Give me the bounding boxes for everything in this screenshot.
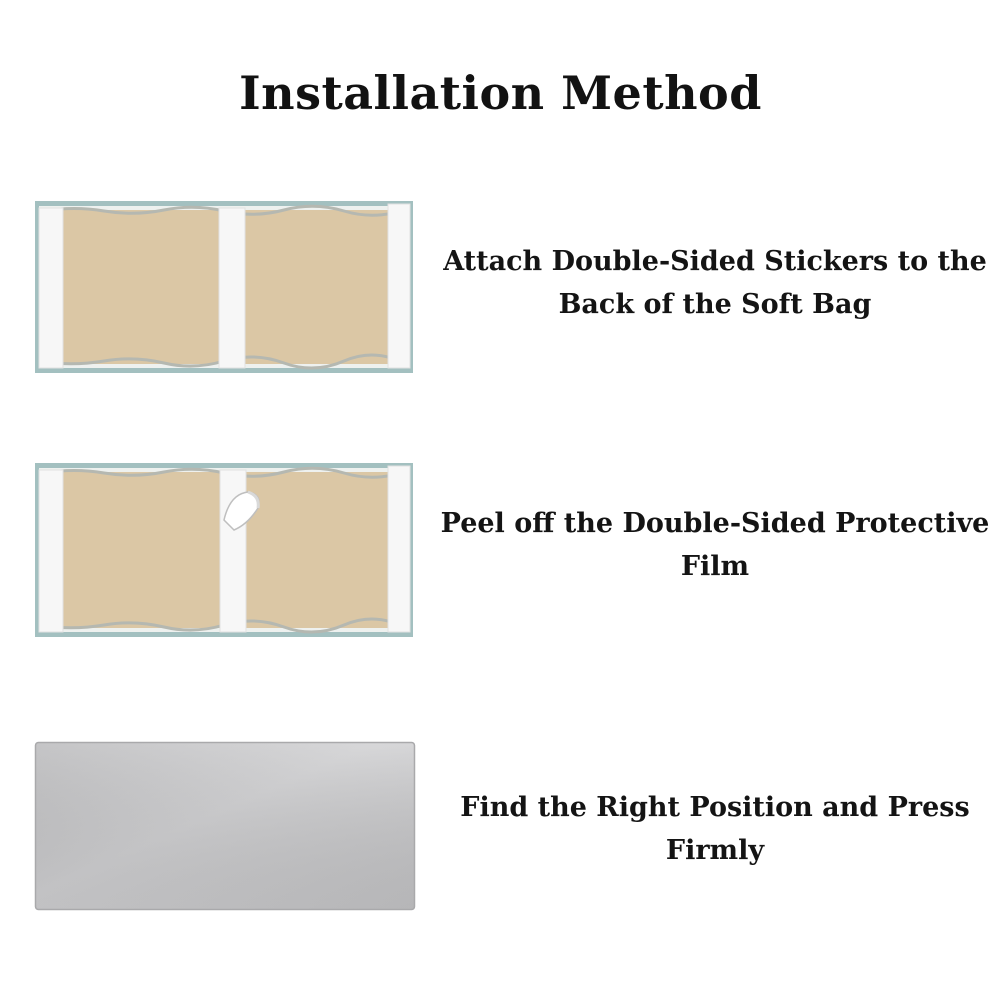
- step-1-text: Attach Double-Sided Stickers to the Back…: [443, 246, 987, 320]
- panel-front-gray-image: [34, 741, 416, 911]
- step-3-text: Find the Right Position and Press Firmly: [460, 792, 970, 866]
- step-1-illustration: [34, 198, 414, 376]
- page-title: Installation Method: [239, 66, 762, 120]
- step-2-illustration: [34, 460, 414, 638]
- step-2-text: Peel off the Double-Sided Protective Fil…: [440, 508, 990, 582]
- peeled-film-curl: [223, 490, 260, 531]
- panel-back-with-stickers-image: [35, 201, 413, 373]
- step-3-illustration: [34, 740, 416, 912]
- panel-back-peeling-film-image: [35, 463, 413, 637]
